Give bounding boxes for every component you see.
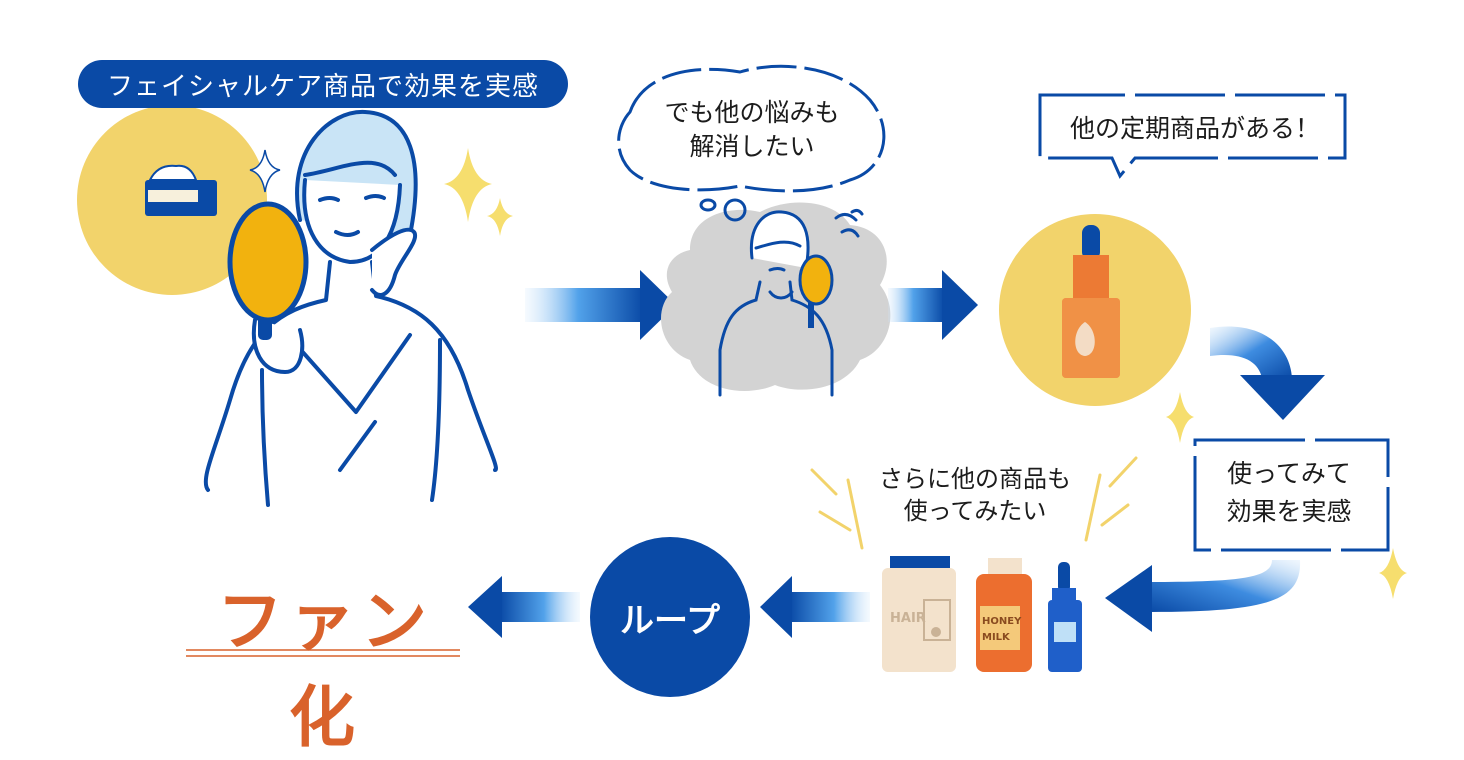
hand-mirror-icon [227,201,309,340]
curved-arrow-left [1105,560,1301,632]
diagram-artwork: HAIR HONEY MILK [77,64,1407,672]
curved-arrow-down [1210,326,1325,420]
loop-badge: ループ [590,537,750,697]
worried-woman-illustration [660,198,891,397]
fan-flow-diagram: HAIR HONEY MILK フェイシャルケア商品で効果を実感 でも他の悩みも… [77,60,1407,756]
arrow-right-1 [525,270,676,340]
thought-bubble-outline [617,64,886,193]
speech-bubble-outline [1038,93,1347,179]
arrow-left-2 [468,576,580,638]
step1-label: フェイシャルケア商品で効果を実感 [78,60,568,108]
product-serum-blue [1048,562,1082,672]
svg-text:MILK: MILK [982,632,1011,643]
jar-label: HAIR [890,611,926,626]
woman-mirror-illustration [77,105,513,507]
step3-box-outline [1193,438,1390,552]
serum-bottle-illustration [999,214,1191,406]
cream-jar-icon [145,164,217,216]
thought-bubble-text: でも他の悩みも 解消したい [664,98,840,161]
sparkle-icon [444,148,513,236]
result-label: ファン化 [217,583,433,756]
arrow-right-2 [888,270,978,340]
step3-label: 使ってみて 効果を実感 [1226,459,1352,526]
sparkle-icon [1379,548,1407,599]
emphasis-lines [810,456,1138,550]
thought4-text: さらに他の商品も 使ってみたい [879,465,1071,526]
sparkle-icon [1166,392,1194,443]
sparkle-icon [249,149,281,193]
product-bottle-honey-milk: HONEY MILK [976,558,1032,672]
hand-mirror-icon [798,254,834,328]
bottle-label: HONEY [982,616,1022,627]
result-underline [186,649,460,657]
speech-bubble-text: 他の定期商品がある！ [1069,114,1320,143]
product-jar-hair: HAIR [882,556,956,672]
arrow-left-1 [760,576,870,638]
